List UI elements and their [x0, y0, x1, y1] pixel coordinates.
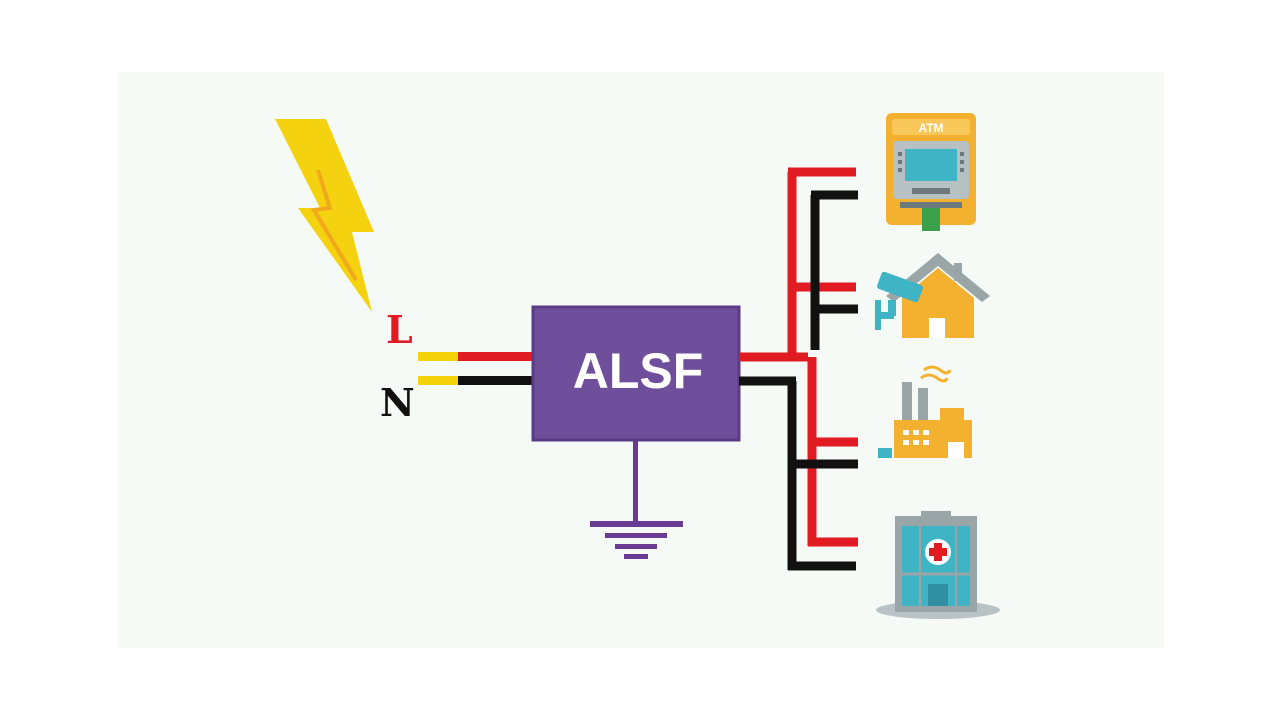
security-camera-icon [875, 271, 923, 330]
neutral-label: N [380, 380, 415, 425]
neutral-output-bus [739, 190, 858, 571]
neutral-wire-tip [418, 376, 458, 385]
alsf-device: ALSF [531, 305, 741, 442]
line-label: L [386, 307, 413, 352]
neutral-wire-input [458, 376, 534, 385]
ground-symbol-icon [590, 438, 683, 559]
input-wires [418, 352, 534, 385]
atm-icon: ATM [886, 113, 976, 231]
device-label: ALSF [573, 343, 704, 399]
lightning-bolt-icon [275, 119, 374, 312]
atm-label: ATM [918, 121, 943, 135]
line-wire-input [458, 352, 534, 361]
hospital-icon [876, 511, 1000, 619]
line-wire-tip [418, 352, 458, 361]
line-output-bus [739, 167, 858, 547]
factory-icon [878, 365, 972, 458]
